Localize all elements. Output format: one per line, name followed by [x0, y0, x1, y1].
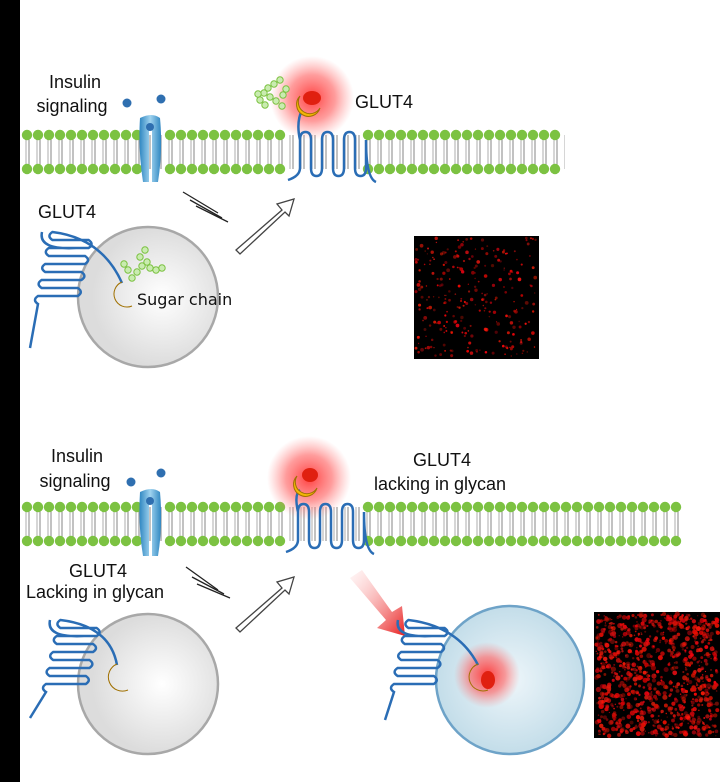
insulin-label: Insulin — [51, 446, 103, 466]
sugar-chain-icon — [254, 76, 290, 110]
signaling-label: signaling — [36, 96, 107, 116]
lacking-glycan-label: lacking in glycan — [374, 474, 506, 494]
cell-membrane-top — [21, 129, 565, 175]
insulin-receptor-icon — [139, 115, 162, 182]
sugar-binding-icon — [113, 281, 133, 308]
signal-arrows-icon — [182, 191, 229, 223]
micrograph-top — [414, 236, 539, 359]
vesicle-glut4-label: GLUT4 — [38, 202, 96, 222]
sugar-chain-label: Sugar chain — [137, 290, 232, 309]
insulin-receptor-icon — [139, 489, 162, 556]
vesicle-glut4-protein — [28, 618, 119, 719]
surface-glut4-label: GLUT4 — [413, 450, 471, 470]
insulin-label: Insulin — [49, 72, 101, 92]
vesicle-lacking-glycan-label: Lacking in glycan — [26, 582, 164, 602]
micrograph-bottom — [594, 611, 720, 738]
insulin-molecule-icon — [126, 477, 136, 487]
translocation-arrow-icon — [235, 198, 295, 255]
antibody-tag-icon — [303, 91, 321, 105]
vesicle-glut4-protein — [28, 230, 124, 349]
internalization-arrow-icon — [350, 570, 405, 636]
left-black-bar — [0, 0, 20, 782]
signal-arrows-icon — [185, 566, 231, 599]
sugar-binding-icon — [468, 663, 489, 692]
insulin-molecule-icon — [156, 94, 166, 104]
surface-glut4-label: GLUT4 — [355, 92, 413, 112]
vesicle-glut4-label: GLUT4 — [69, 561, 127, 581]
internalized-glut4-protein — [383, 618, 480, 721]
sugar-binding-icon — [293, 475, 318, 497]
translocation-arrow-icon — [235, 576, 295, 633]
antibody-tag-icon — [302, 468, 318, 482]
insulin-molecule-icon — [122, 98, 132, 108]
sugar-binding-icon — [296, 95, 321, 117]
bottom-panel: Insulin signaling GLUT4 lacking in glyca… — [21, 436, 720, 756]
top-panel: Insulin signaling GLUT4 GLUT4 Sugar chai… — [21, 56, 565, 369]
signaling-label: signaling — [39, 471, 110, 491]
sugar-binding-icon — [107, 663, 129, 692]
insulin-molecule-icon — [156, 468, 166, 478]
antibody-tag-icon — [481, 671, 495, 689]
sugar-chain-icon — [120, 246, 166, 282]
